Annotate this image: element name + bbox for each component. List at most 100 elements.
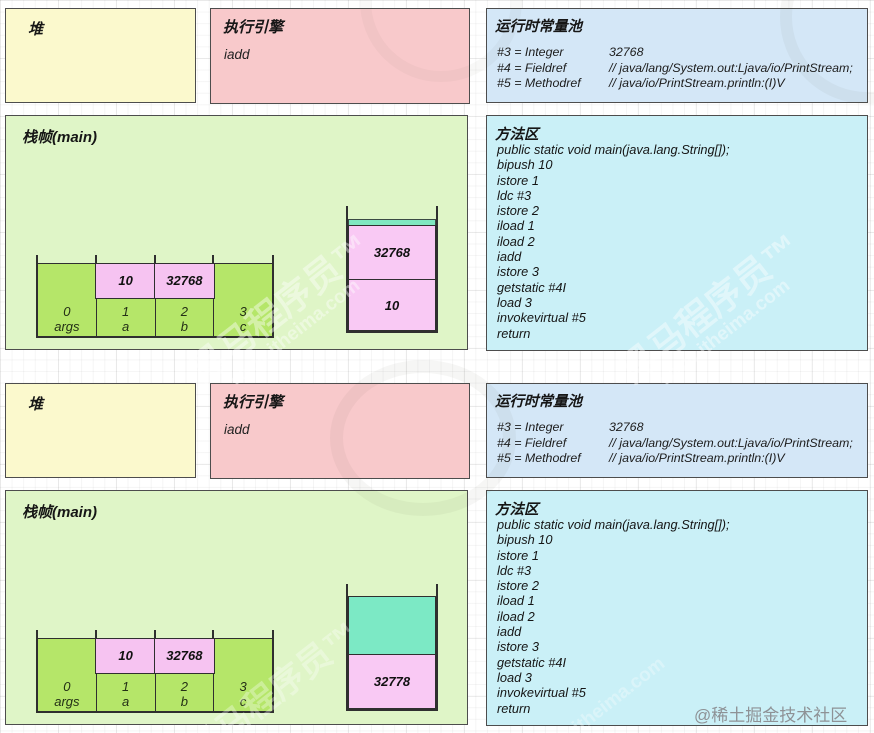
slot-name: args (54, 694, 80, 709)
local-variable-table: 0 args 10 1 a 32768 (36, 255, 274, 338)
runtime-constant-pool-panel: 运行时常量池 #3 = Integer 32768 #4 = Fieldref … (486, 383, 868, 478)
slot-name: c (239, 319, 247, 334)
stack-frame-panel: 栈帧(main) 0 args 10 1 (5, 115, 468, 350)
constant-key: #4 = Fieldref (497, 60, 567, 75)
constant-key: #5 = Methodref (497, 76, 581, 91)
slot-name: a (122, 694, 130, 709)
runtime-constant-pool-title: 运行时常量池 (495, 394, 582, 410)
constant-value: // java/io/PrintStream.println:(I)V (609, 76, 785, 91)
bytecode-line: iload 1 (497, 593, 535, 609)
local-variable-slot: 3 c (212, 630, 272, 711)
bytecode-line: return (497, 325, 531, 341)
stack-frame-title: 栈帧(main) (22, 129, 98, 146)
constant-key: #3 = Integer (497, 420, 564, 434)
bytecode-line: istore 3 (497, 639, 539, 655)
local-variable-table: 0 args 10 1 a 32768 (36, 630, 274, 713)
constant-value: // java/lang/System.out:Ljava/io/PrintSt… (609, 60, 853, 75)
constant-entry: #4 = Fieldref // java/lang/System.out:Lj… (497, 436, 863, 452)
constant-entry: #5 = Methodref // java/io/PrintStream.pr… (497, 76, 863, 92)
local-variable-value: 32768 (153, 637, 216, 674)
bytecode-listing: public static void main(java.lang.String… (497, 517, 863, 716)
slot-index: 3 (239, 304, 247, 319)
method-area-panel: 方法区 public static void main(java.lang.St… (486, 490, 868, 726)
slot-index: 1 (122, 304, 130, 319)
bytecode-line: bipush 10 (497, 532, 553, 548)
local-variable-label: 1 a (97, 679, 155, 709)
current-instruction: iadd (224, 47, 250, 62)
constant-value: 32768 (609, 45, 644, 59)
local-variable-label: 3 c (214, 304, 272, 334)
local-variable-slot: 10 1 a (94, 255, 157, 336)
constant-key: #3 = Integer (497, 45, 564, 59)
slot-index: 2 (180, 679, 188, 694)
constant-key: #5 = Methodref (497, 451, 581, 466)
bytecode-line: invokevirtual #5 (497, 310, 586, 326)
constant-pool-entries: #3 = Integer 32768 #4 = Fieldref // java… (497, 45, 863, 92)
bytecode-line: bipush 10 (497, 157, 553, 173)
credit-watermark: @稀土掘金技术社区 (694, 706, 848, 725)
bytecode-line: iload 2 (497, 608, 535, 624)
bytecode-line: return (497, 700, 531, 716)
execution-engine-panel: 执行引擎 iadd (210, 383, 470, 479)
current-instruction: iadd (224, 422, 250, 437)
diagram-section-step2: 堆 执行引擎 iadd 运行时常量池 #3 = Integer 32768 #4… (0, 383, 874, 728)
constant-value: // java/lang/System.out:Ljava/io/PrintSt… (609, 435, 853, 450)
method-area-panel: 方法区 public static void main(java.lang.St… (486, 115, 868, 351)
local-variable-label: 1 a (97, 304, 155, 334)
execution-engine-title: 执行引擎 (223, 394, 284, 411)
slot-index: 2 (180, 304, 188, 319)
local-variable-label: 0 args (38, 304, 96, 334)
bytecode-line: ldc #3 (497, 562, 532, 578)
slot-index: 1 (122, 679, 130, 694)
local-variable-slot: 3 c (212, 255, 272, 336)
slot-index: 0 (63, 679, 71, 694)
method-area-title: 方法区 (495, 502, 539, 518)
heap-panel: 堆 (5, 383, 196, 478)
local-variable-slot: 32768 2 b (153, 630, 216, 711)
bytecode-line: iadd (497, 624, 522, 640)
slot-name: b (180, 319, 188, 334)
local-variable-label: 0 args (38, 679, 96, 709)
method-area-title: 方法区 (495, 127, 539, 143)
bytecode-line: public static void main(java.lang.String… (497, 517, 730, 532)
slot-name: a (122, 319, 130, 334)
bytecode-line: istore 3 (497, 264, 539, 280)
bytecode-line: istore 1 (497, 547, 539, 563)
local-variable-label: 3 c (214, 679, 272, 709)
execution-engine-title: 执行引擎 (223, 19, 284, 36)
slot-name: b (180, 694, 188, 709)
operand-stack-value: 32778 (348, 654, 436, 709)
local-variable-label: 2 b (156, 304, 214, 334)
bytecode-line: getstatic #4I (497, 654, 567, 670)
local-variable-label: 2 b (156, 679, 214, 709)
runtime-constant-pool-panel: 运行时常量池 #3 = Integer 32768 #4 = Fieldref … (486, 8, 868, 103)
bytecode-line: getstatic #4I (497, 279, 567, 295)
constant-entry: #3 = Integer 32768 (497, 420, 863, 436)
local-variable-slot: 0 args (36, 630, 97, 711)
bytecode-line: load 3 (497, 294, 532, 310)
local-variable-value: 32768 (153, 262, 216, 299)
bytecode-line: ldc #3 (497, 187, 532, 203)
heap-panel: 堆 (5, 8, 196, 103)
local-variable-slot: 0 args (36, 255, 97, 336)
heap-title: 堆 (28, 396, 44, 413)
constant-entry: #5 = Methodref // java/io/PrintStream.pr… (497, 451, 863, 467)
constant-value: 32768 (609, 420, 644, 434)
local-variable-slot: 10 1 a (94, 630, 157, 711)
slot-index: 0 (63, 304, 71, 319)
constant-pool-entries: #3 = Integer 32768 #4 = Fieldref // java… (497, 420, 863, 467)
operand-stack-value: 32768 (348, 225, 436, 280)
operand-stack-value: 10 (348, 279, 436, 331)
slot-index: 3 (239, 679, 247, 694)
bytecode-line: istore 2 (497, 578, 539, 594)
execution-engine-panel: 执行引擎 iadd (210, 8, 470, 104)
runtime-constant-pool-title: 运行时常量池 (495, 19, 582, 35)
bytecode-line: istore 2 (497, 203, 539, 219)
bytecode-listing: public static void main(java.lang.String… (497, 142, 863, 341)
operand-stack: 32778 (346, 584, 438, 711)
local-variable-slot: 32768 2 b (153, 255, 216, 336)
bytecode-line: iload 2 (497, 233, 535, 249)
bytecode-line: public static void main(java.lang.String… (497, 142, 730, 157)
slot-name: args (54, 319, 80, 334)
bytecode-line: istore 1 (497, 172, 539, 188)
